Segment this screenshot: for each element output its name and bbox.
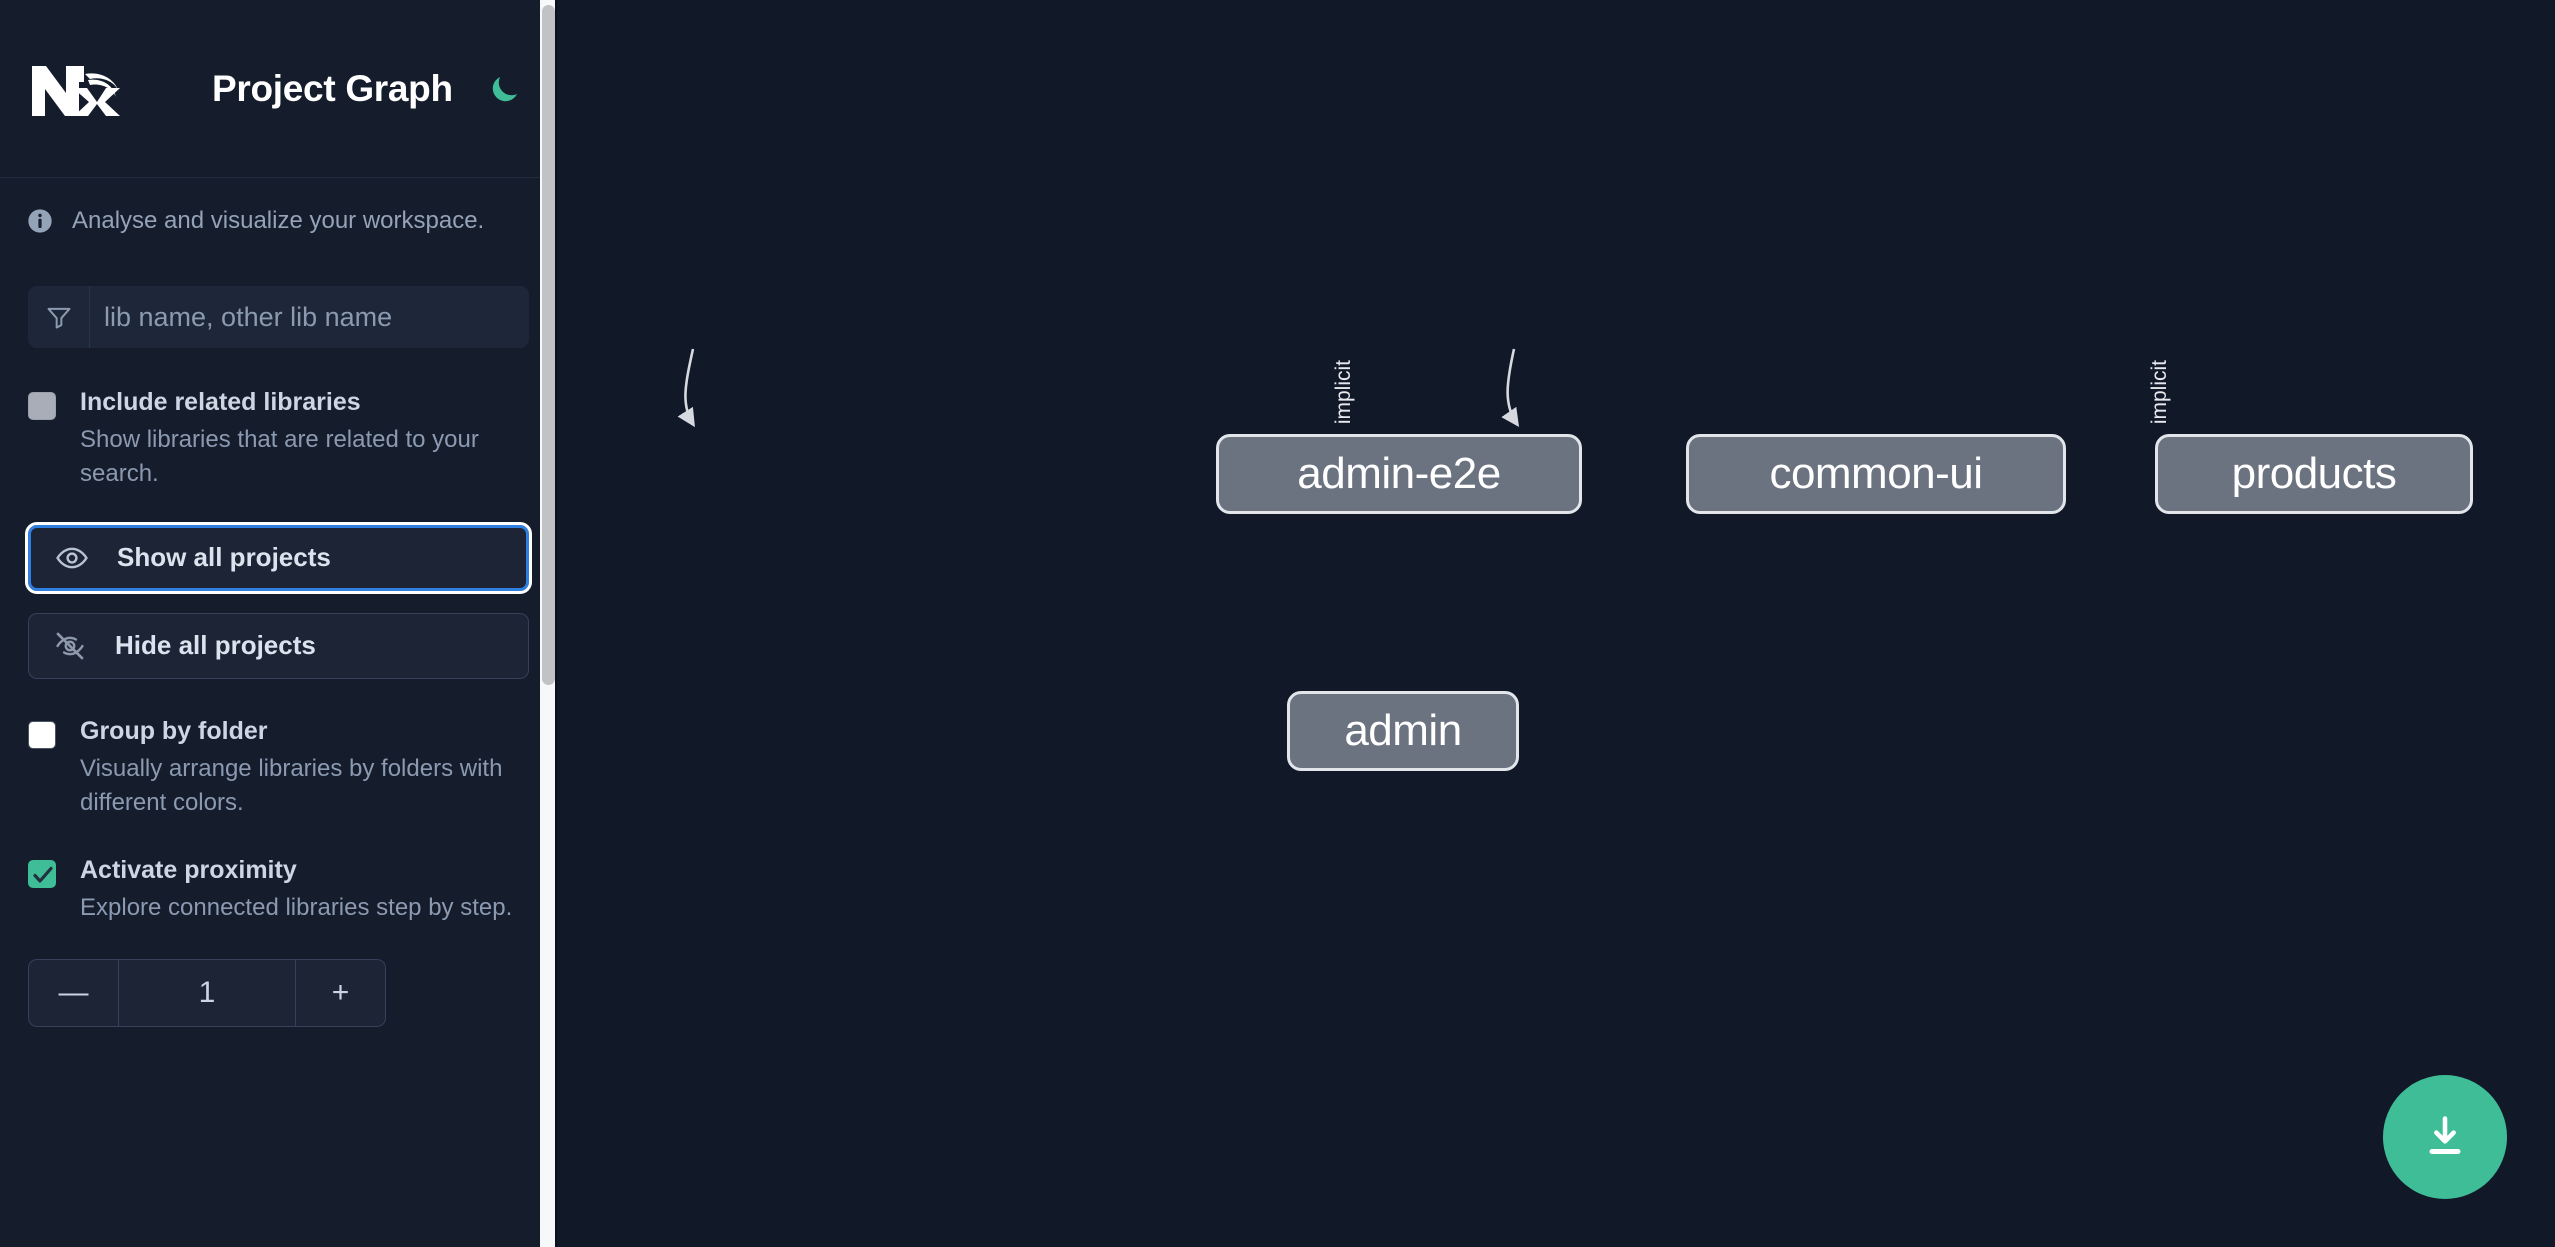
eye-off-icon — [53, 629, 93, 663]
app-title: Project Graph — [212, 67, 453, 109]
option-label: Group by folder — [80, 716, 268, 745]
graph-node-common-ui[interactable]: common-ui — [1686, 434, 2066, 514]
option-description: Explore connected libraries step by step… — [80, 893, 513, 921]
graph-node-admin[interactable]: admin — [1287, 691, 1519, 771]
option-label: Include related libraries — [80, 388, 361, 416]
option-label: Activate proximity — [80, 855, 297, 884]
edge-label-store-implicit: implicit — [2148, 360, 2171, 425]
filter-funnel-icon — [28, 286, 90, 348]
show-all-projects-button[interactable]: Show all projects — [25, 521, 532, 594]
option-group-by-folder[interactable]: Group by folder Visually arrange librari… — [28, 715, 529, 820]
stepper-decrement-button[interactable]: — — [29, 959, 119, 1026]
activate-proximity-checkbox[interactable] — [28, 859, 56, 888]
graph-node-products[interactable]: products — [2155, 434, 2473, 514]
sidebar-edge — [555, 0, 557, 1247]
check-icon — [33, 866, 53, 883]
download-icon — [2429, 1116, 2461, 1155]
search-input[interactable] — [90, 286, 529, 348]
proximity-stepper: — 1 + — [28, 958, 386, 1027]
sidebar: Project Graph Analyse and visualize your… — [0, 0, 557, 1247]
hide-all-projects-button[interactable]: Hide all projects — [28, 612, 529, 679]
eye-icon — [55, 541, 95, 575]
moon-icon[interactable] — [483, 67, 527, 111]
sidebar-body: Include related libraries Show libraries… — [0, 264, 557, 1027]
option-description: Show libraries that are related to your … — [80, 425, 479, 487]
hide-all-projects-label: Hide all projects — [115, 630, 316, 661]
info-icon — [26, 207, 54, 235]
show-all-projects-label: Show all projects — [117, 542, 331, 573]
option-description: Visually arrange libraries by folders wi… — [80, 754, 503, 816]
graph-node-admin-e2e[interactable]: admin-e2e — [1216, 434, 1582, 514]
graph-edges — [677, 348, 1520, 428]
stepper-increment-button[interactable]: + — [295, 959, 385, 1026]
stepper-value: 1 — [198, 975, 216, 1009]
sidebar-scrollbar-thumb[interactable] — [542, 5, 555, 685]
include-related-libraries-checkbox[interactable] — [28, 392, 56, 420]
option-include-related-libraries[interactable]: Include related libraries Show libraries… — [28, 386, 529, 491]
nx-logo — [28, 58, 124, 120]
tagline-text: Analyse and visualize your workspace. — [72, 207, 485, 234]
tagline-row: Analyse and visualize your workspace. — [0, 178, 557, 264]
download-button[interactable] — [2383, 1075, 2507, 1199]
edge-admin-e2e-to-admin — [677, 348, 695, 428]
search-row — [28, 286, 529, 348]
sidebar-scrollbar[interactable] — [540, 0, 557, 1247]
option-activate-proximity[interactable]: Activate proximity Explore connected lib… — [28, 854, 529, 925]
sidebar-header: Project Graph — [0, 0, 557, 178]
edge-label-admin-implicit: implicit — [1332, 360, 1355, 425]
visibility-buttons: Show all projects Hide all projects — [25, 521, 532, 679]
group-by-folder-checkbox[interactable] — [28, 720, 56, 749]
edge-store-e2e-to-store — [1501, 348, 1520, 428]
graph-canvas[interactable]: implicit implicit admin-e2e common-ui pr… — [557, 0, 2555, 1247]
